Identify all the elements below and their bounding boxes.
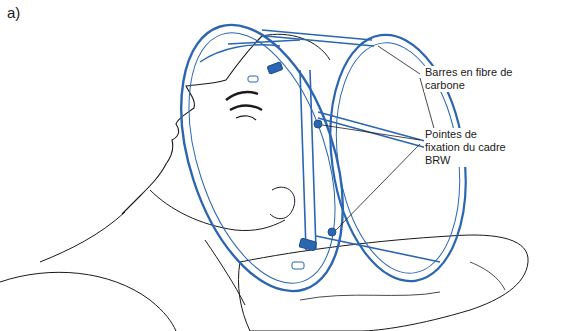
drawing-part xyxy=(378,46,420,74)
drawing-part xyxy=(322,125,420,140)
jaw xyxy=(150,190,285,231)
part-label: Barres en fibre de carbone xyxy=(424,66,526,92)
part-label: Pointes de fixation du cadre BRW xyxy=(424,128,510,167)
eye xyxy=(236,116,256,120)
drawing-part xyxy=(262,30,372,40)
fixation-pins xyxy=(248,62,336,269)
drawing-part xyxy=(292,262,304,269)
drawing-part xyxy=(248,76,258,82)
head-ring xyxy=(151,5,373,312)
leader-lines xyxy=(322,46,440,230)
drawing-part xyxy=(314,120,322,128)
drawing-part xyxy=(161,15,363,302)
face-profile xyxy=(122,36,262,214)
drawing-part xyxy=(267,62,283,74)
drawing-part xyxy=(200,45,280,62)
drawing-part xyxy=(300,70,316,250)
drawing-part xyxy=(336,144,420,230)
ear xyxy=(270,187,295,219)
shoulder xyxy=(0,272,176,331)
drawing-part xyxy=(228,40,300,44)
panel-letter: a) xyxy=(6,4,21,22)
eyebrow xyxy=(226,92,262,110)
drawing-part xyxy=(328,228,336,236)
pillow xyxy=(238,235,528,331)
drawing-part xyxy=(151,5,373,312)
drawing-part xyxy=(299,238,317,251)
